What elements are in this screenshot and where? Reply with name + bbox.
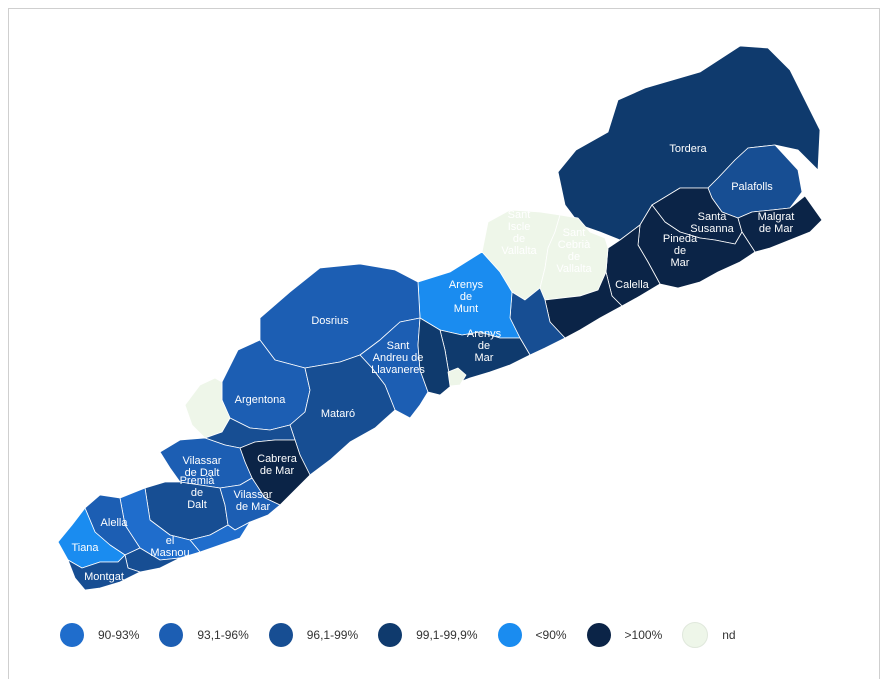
legend-item: nd [682,622,736,648]
legend-swatch [268,623,293,647]
map-label: Palafolls [731,181,773,193]
map-label: el [166,535,175,547]
map-label: de Mar [236,501,271,513]
region-vilassar-de-mar[interactable] [219,477,281,531]
map-label: Montgat [84,571,124,583]
legend: 90-93% 93,1-96% 96,1-99% 99,1-99,9% <90% >100… [60,622,756,648]
legend-item: >100% [586,623,663,647]
map-label: Alella [101,517,129,529]
map-label: Arenys [449,279,484,291]
legend-label: 93,1-96% [197,628,249,642]
map-label: Cabrera [257,453,298,465]
legend-item: 99,1-99,9% [378,623,478,647]
legend-item: 96,1-99% [268,623,359,647]
legend-label: <90% [535,628,567,642]
map-label: de [191,487,203,499]
map-label: de [478,340,490,352]
map-label: Iscle [508,221,531,233]
map-label: Tiana [71,542,99,554]
legend-item: 90-93% [60,623,139,647]
map-label: Vilassar [234,489,273,501]
map-label: Argentona [235,394,287,406]
region-montgat[interactable] [67,554,141,591]
legend-label: 90-93% [98,628,140,642]
legend-label: 96,1-99% [306,628,359,642]
legend-swatch [497,623,522,647]
legend-swatch [60,623,84,647]
region-sant-vicenc-de-montalt[interactable] [417,317,453,396]
legend-swatch [682,622,709,648]
legend-label: 99,1-99,9% [416,628,478,642]
map-label: Vilassar [183,455,222,467]
legend-label: nd [722,628,736,642]
map-label: de Mar [260,465,295,477]
map-label: Calella [615,279,650,291]
map-label: Llavaneres [371,364,425,376]
map-label: Vallalta [556,263,592,275]
legend-label: >100% [624,628,663,642]
map-label: Masnou [150,547,189,559]
map-label: Pineda [663,233,698,245]
map-label: Mataró [321,408,355,420]
map-label: de Mar [759,223,794,235]
map-label: Dosrius [311,315,349,327]
map-label: Vallalta [501,245,537,257]
region-premia-de-mar[interactable] [189,521,251,553]
map-label: Cebrià [558,239,591,251]
region-orrius[interactable] [184,377,231,439]
map-label: Premià [180,475,216,487]
legend-swatch [378,623,403,647]
map-label: Santa [698,211,728,223]
legend-swatch [586,623,611,647]
map-label: de [568,251,580,263]
map-label: Sant [563,227,586,239]
map-label: Malgrat [758,211,795,223]
region-caldes-destrac[interactable] [447,367,467,387]
map-label: Mar [475,352,494,364]
map-label: Sant [387,340,410,352]
legend-swatch [159,623,184,647]
map-label: de [513,233,525,245]
map-label: Sant [508,209,531,221]
map-label: Andreu de [373,352,424,364]
map-label: de Dalt [185,467,220,479]
legend-item: <90% [497,623,567,647]
region-mataro[interactable] [289,354,396,476]
map-label: de [460,291,472,303]
map-label: Tordera [669,143,707,155]
map-label: Susanna [690,223,734,235]
map-label: de [674,245,686,257]
map-label: Dalt [187,499,207,511]
legend-item: 93,1-96% [159,623,249,647]
map-label: Mar [671,257,690,269]
map-label: Munt [454,303,478,315]
map-label: Arenys [467,328,502,340]
